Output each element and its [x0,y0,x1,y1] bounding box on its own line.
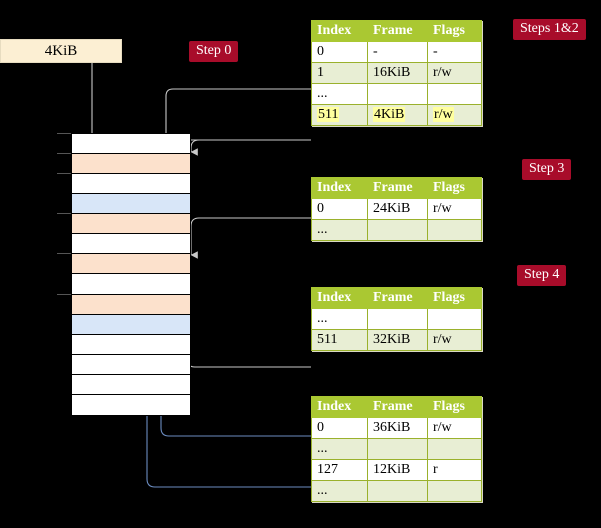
memory-frame-row [72,254,190,275]
memory-frame-row [72,294,190,315]
cell-frame [367,83,428,105]
frame-box-4kib: 4KiB [0,39,122,63]
cell-flags [427,438,482,460]
column-header-flags: Flags [427,20,482,42]
memory-frame-row [72,194,190,215]
column-header-flags: Flags [427,177,482,199]
badge-step-0: Step 0 [189,41,239,62]
cell-index: 0 [311,417,368,439]
memory-frame-row [72,394,190,415]
highlighted-value: r/w [433,107,454,122]
cell-frame [367,308,428,330]
memory-row-tick [57,173,71,175]
cell-index: 0 [311,198,368,220]
cell-flags: r/w [427,329,482,351]
column-header-frame: Frame [367,287,428,309]
cell-frame: 24KiB [367,198,428,220]
cell-frame: 4KiB [367,104,428,126]
memory-frame-row [72,314,190,335]
badge-steps-1-2: Steps 1&2 [513,19,586,40]
badge-step-3: Step 3 [522,159,572,180]
memory-frame-row [72,274,190,295]
cell-index: 511 [311,329,368,351]
column-header-index: Index [311,20,368,42]
column-header-flags: Flags [427,287,482,309]
cell-frame [367,219,428,241]
memory-row-tick [57,133,71,134]
memory-frame-row [72,154,190,175]
memory-frame-row [72,334,190,355]
column-header-flags: Flags [427,396,482,418]
cell-flags [427,308,482,330]
cell-flags [427,219,482,241]
column-header-index: Index [311,396,368,418]
cell-flags [427,83,482,105]
highlighted-value: 511 [317,107,340,122]
cell-index: 1 [311,62,368,84]
memory-frame-row [72,354,190,375]
memory-row-tick [57,253,71,255]
memory-row-tick [57,213,71,215]
cell-index: ... [311,480,368,502]
cell-frame: 16KiB [367,62,428,84]
cell-flags [427,480,482,502]
cell-flags: r/w [427,198,482,220]
column-header-frame: Frame [367,396,428,418]
memory-frame-row [72,234,190,255]
cell-frame: 36KiB [367,417,428,439]
table-row: ... [311,308,482,330]
memory-frame-row [72,374,190,395]
table-row: 0-- [311,41,482,63]
cell-flags: - [427,41,482,63]
cell-index: 127 [311,459,368,481]
cell-index: 511 [311,104,368,126]
cell-index: 0 [311,41,368,63]
memory-frame-row [72,214,190,235]
cell-frame: - [367,41,428,63]
highlighted-value: 4KiB [373,107,406,122]
table-row: ... [311,219,482,241]
memory-row-tick [57,153,71,155]
cell-flags: r [427,459,482,481]
cell-flags: r/w [427,104,482,126]
table-row: ... [311,438,482,460]
cell-flags: r/w [427,62,482,84]
cell-index: ... [311,308,368,330]
memory-frame-row [72,174,190,195]
cell-frame [367,480,428,502]
cell-flags: r/w [427,417,482,439]
cell-index: ... [311,438,368,460]
column-header-frame: Frame [367,177,428,199]
badge-step-4: Step 4 [517,265,567,286]
column-header-index: Index [311,177,368,199]
column-header-frame: Frame [367,20,428,42]
column-header-index: Index [311,287,368,309]
cell-frame: 12KiB [367,459,428,481]
physical-memory-column [71,133,191,416]
cell-frame: 32KiB [367,329,428,351]
memory-frame-row [72,134,190,155]
cell-index: ... [311,83,368,105]
table-row: ... [311,480,482,502]
cell-index: ... [311,219,368,241]
cell-frame [367,438,428,460]
table-row: ... [311,83,482,105]
memory-row-tick [57,293,71,295]
table-row: 511 4KiB r/w [311,104,482,126]
